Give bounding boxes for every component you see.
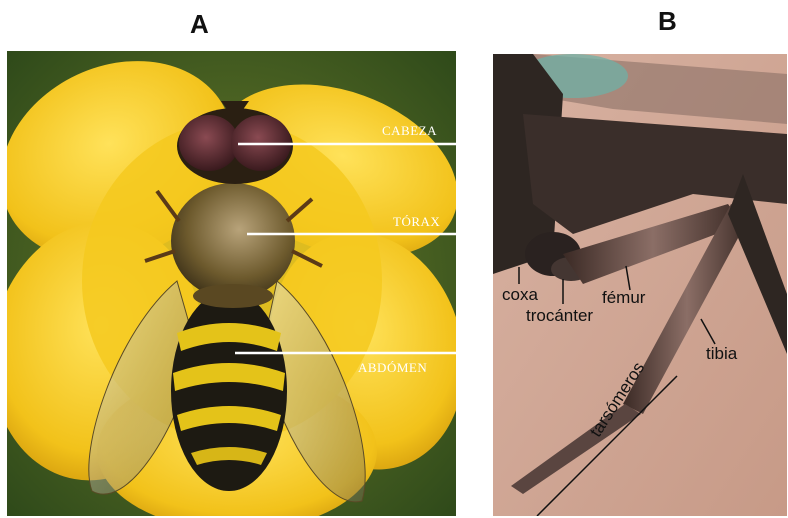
label-coxa: coxa [502, 285, 538, 305]
label-cabeza: CABEZA [382, 123, 437, 139]
panel-a-hoverfly-photo [7, 51, 456, 516]
label-trocanter: trocánter [526, 306, 593, 326]
panel-a-letter: A [190, 9, 209, 40]
label-torax: TÓRAX [393, 214, 440, 230]
abdomen [171, 291, 287, 491]
thorax [171, 183, 295, 299]
label-abdomen: ABDÓMEN [358, 360, 427, 376]
label-tibia: tibia [706, 344, 737, 364]
label-femur: fémur [602, 288, 645, 308]
hoverfly-illustration [7, 51, 456, 516]
panel-b-letter: B [658, 6, 677, 37]
scutellum [193, 284, 273, 308]
